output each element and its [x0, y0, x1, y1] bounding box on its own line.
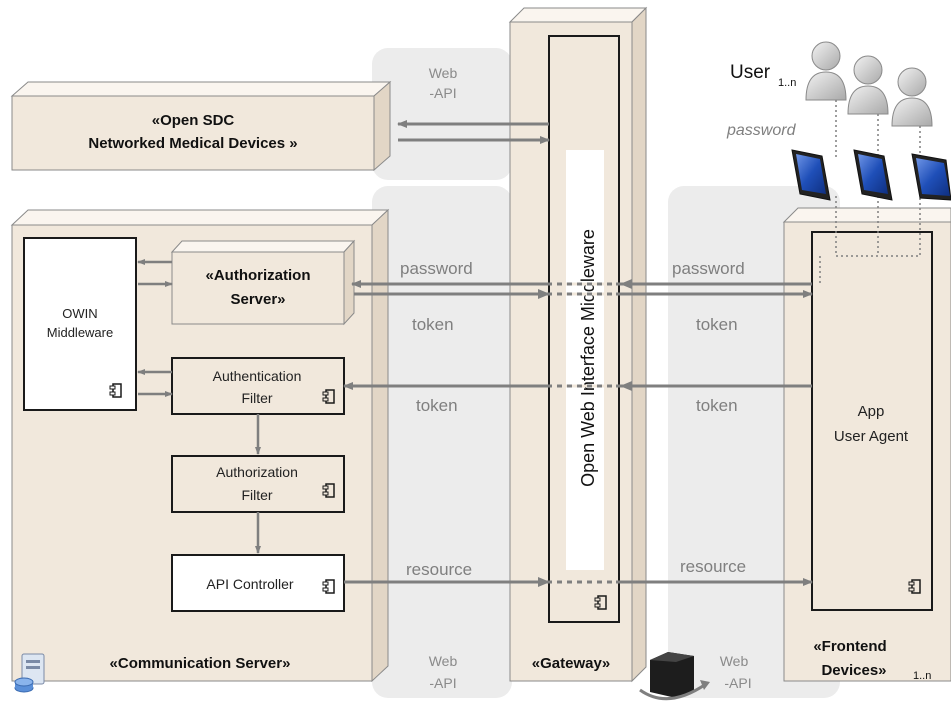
component-icon [322, 579, 335, 594]
web-api-top-line1: Web [429, 65, 458, 81]
middleware-crossings [552, 282, 616, 584]
user-icon [805, 41, 847, 101]
authorization-filter-line1: Authorization [216, 464, 298, 480]
web-api-top-line2: -API [429, 85, 456, 101]
web-api-label-top: Web -API [429, 65, 458, 101]
authorization-server-line2: Server» [230, 291, 285, 308]
edge-label-token-1-left: token [412, 315, 454, 334]
web-api-bottom-left-line2: -API [429, 675, 456, 691]
tablet-device-icon [911, 153, 951, 201]
api-controller-label: API Controller [206, 576, 293, 592]
gateway-label: «Gateway» [532, 655, 610, 672]
edge-label-resource-right: resource [680, 557, 746, 576]
authorization-server-line1: «Authorization [206, 267, 311, 284]
edge-label-password-left: password [400, 259, 473, 278]
open-sdc-title-line1: «Open SDC [152, 112, 235, 129]
api-controller-component: API Controller [171, 554, 345, 612]
edge-labels: password password token token token toke… [400, 259, 746, 579]
edge-label-password-right: password [672, 259, 745, 278]
web-api-bottom-left-line1: Web [429, 653, 458, 669]
component-icon [322, 389, 335, 404]
server-icon [14, 653, 45, 693]
user-label: User [730, 62, 771, 83]
authentication-filter-line2: Filter [241, 390, 272, 406]
authorization-filter-component: Authorization Filter [171, 455, 345, 513]
frontend-label-line2: Devices» [821, 662, 886, 679]
component-icon [109, 383, 122, 398]
app-user-agent-line2: User Agent [834, 428, 909, 445]
user-password-label: password [726, 122, 797, 139]
tablet-device-icon [791, 149, 831, 201]
web-api-label-bottom-left: Web -API [429, 653, 458, 691]
frontend-label-line1: «Frontend [813, 638, 886, 655]
open-sdc-title-line2: Networked Medical Devices » [88, 135, 297, 152]
web-api-band-top [372, 48, 512, 180]
web-api-bottom-right-line2: -API [724, 675, 751, 691]
app-user-agent-component: App User Agent [811, 231, 933, 611]
web-api-bottom-right-line1: Web [720, 653, 749, 669]
authentication-filter-line1: Authentication [213, 368, 302, 384]
web-api-label-bottom-right: Web -API [720, 653, 752, 691]
component-icon [322, 483, 335, 498]
middleware-inner-arrowheads [538, 279, 632, 587]
open-web-interface-middleware-label: Open Web Interface Middleware [578, 229, 598, 487]
user-multiplicity: 1..n [778, 77, 796, 89]
authorization-filter-line2: Filter [241, 487, 272, 503]
owin-label-line2: Middleware [47, 325, 113, 340]
users-group: User 1..n password [726, 41, 951, 283]
tablet-device-icon [853, 149, 893, 201]
communication-server-label: «Communication Server» [110, 655, 291, 672]
edge-label-resource-left: resource [406, 560, 472, 579]
owin-middleware-component: OWIN Middleware [23, 237, 137, 411]
open-web-interface-middleware-component: Open Web Interface Middleware [548, 35, 620, 623]
open-sdc-node: «Open SDC Networked Medical Devices » [10, 80, 392, 172]
gateway-icon [639, 652, 710, 701]
user-icon [847, 55, 889, 115]
app-user-agent-line1: App [858, 403, 885, 420]
frontend-multiplicity: 1..n [913, 670, 931, 682]
edge-label-token-1-right: token [696, 315, 738, 334]
web-api-band-left [372, 186, 512, 698]
user-connection-lines [819, 100, 921, 283]
component-icon [908, 579, 921, 594]
edge-label-token-2-right: token [696, 396, 738, 415]
authorization-server-node: «Authorization Server» [170, 239, 356, 326]
edge-label-token-2-left: token [416, 396, 458, 415]
authentication-filter-component: Authentication Filter [171, 357, 345, 415]
component-icon [594, 595, 607, 610]
user-icon [891, 67, 933, 127]
owin-label-line1: OWIN [62, 306, 97, 321]
